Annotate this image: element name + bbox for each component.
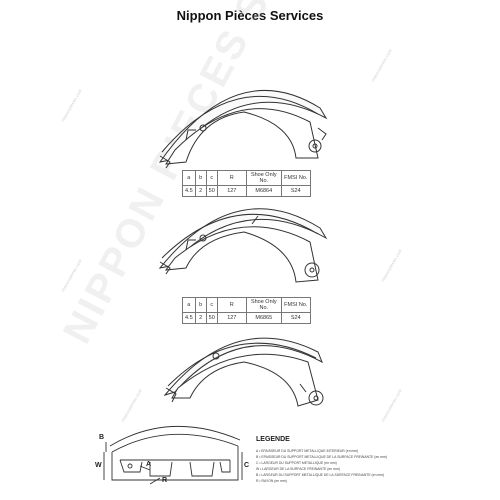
table-header-cell: R	[216, 297, 247, 313]
brake-shoe-3	[163, 337, 324, 407]
cross-section-diagram	[103, 426, 243, 485]
legend-row: R • RAYON (en mm)	[256, 479, 287, 483]
table-cell: 4.5	[182, 312, 196, 324]
table-header-cell: R	[216, 170, 247, 186]
brake-shoe-2	[158, 208, 328, 283]
table-header-cell: b	[194, 170, 207, 186]
brake-shoe-1	[158, 89, 328, 169]
spec-table-2: a b c R Shoe Only No. FMSI No. 4.5 2 50 …	[182, 297, 311, 324]
table-header-cell: b	[194, 297, 207, 313]
dim-label-c: C	[244, 462, 250, 469]
table-header-cell: c	[205, 170, 218, 186]
table-cell: 127	[216, 185, 247, 197]
legend-title: LEGENDE	[256, 436, 290, 443]
page-title: Nippon Pièces Services	[176, 8, 324, 23]
table-header-cell: a	[182, 170, 196, 186]
table-cell: 2	[194, 185, 207, 197]
table-cell: 50	[205, 312, 218, 324]
dim-label-a: A	[146, 461, 152, 468]
legend-row: W • LARGEUR DE LA SURFACE FREINANTE (en …	[256, 467, 340, 471]
legend-row: B • LARGEUR DU SUPPORT METALLIQUE DE LA …	[256, 473, 385, 477]
table-cell: S24	[280, 185, 311, 197]
table-row: 4.5 2 50 127 M6864 S24	[182, 185, 311, 197]
table-header-cell: Shoe Only No.	[245, 297, 282, 313]
table-cell: M6864	[245, 185, 282, 197]
table-cell: M6865	[245, 312, 282, 324]
table-header-cell: Shoe Only No.	[245, 170, 282, 186]
dim-label-w: W	[95, 462, 102, 469]
table-header-cell: c	[205, 297, 218, 313]
table-cell: 127	[216, 312, 247, 324]
table-header-row: a b c R Shoe Only No. FMSI No.	[182, 297, 311, 313]
legend-row: B • EPAISSEUR DU SUPPORT METALLIQUE DE L…	[256, 455, 387, 459]
legend-row: A • EPAISSEUR DU SUPPORT METALLIQUE INTE…	[256, 449, 359, 453]
dim-label-r: R	[162, 477, 168, 484]
dim-label-b: B	[99, 434, 105, 441]
table-cell: 4.5	[182, 185, 196, 197]
table-header-row: a b c R Shoe Only No. FMSI No.	[182, 170, 311, 186]
table-header-cell: FMSI No.	[280, 297, 311, 313]
spec-table-1: a b c R Shoe Only No. FMSI No. 4.5 2 50 …	[182, 170, 311, 197]
table-header-cell: FMSI No.	[280, 170, 311, 186]
table-header-cell: a	[182, 297, 196, 313]
table-cell: S24	[280, 312, 311, 324]
table-row: 4.5 2 50 127 M6865 S24	[182, 312, 311, 324]
table-cell: 50	[205, 185, 218, 197]
table-cell: 2	[194, 312, 207, 324]
legend-row: C • LARGEUR DU SUPPORT METALLIQUE (en mm…	[256, 461, 337, 465]
